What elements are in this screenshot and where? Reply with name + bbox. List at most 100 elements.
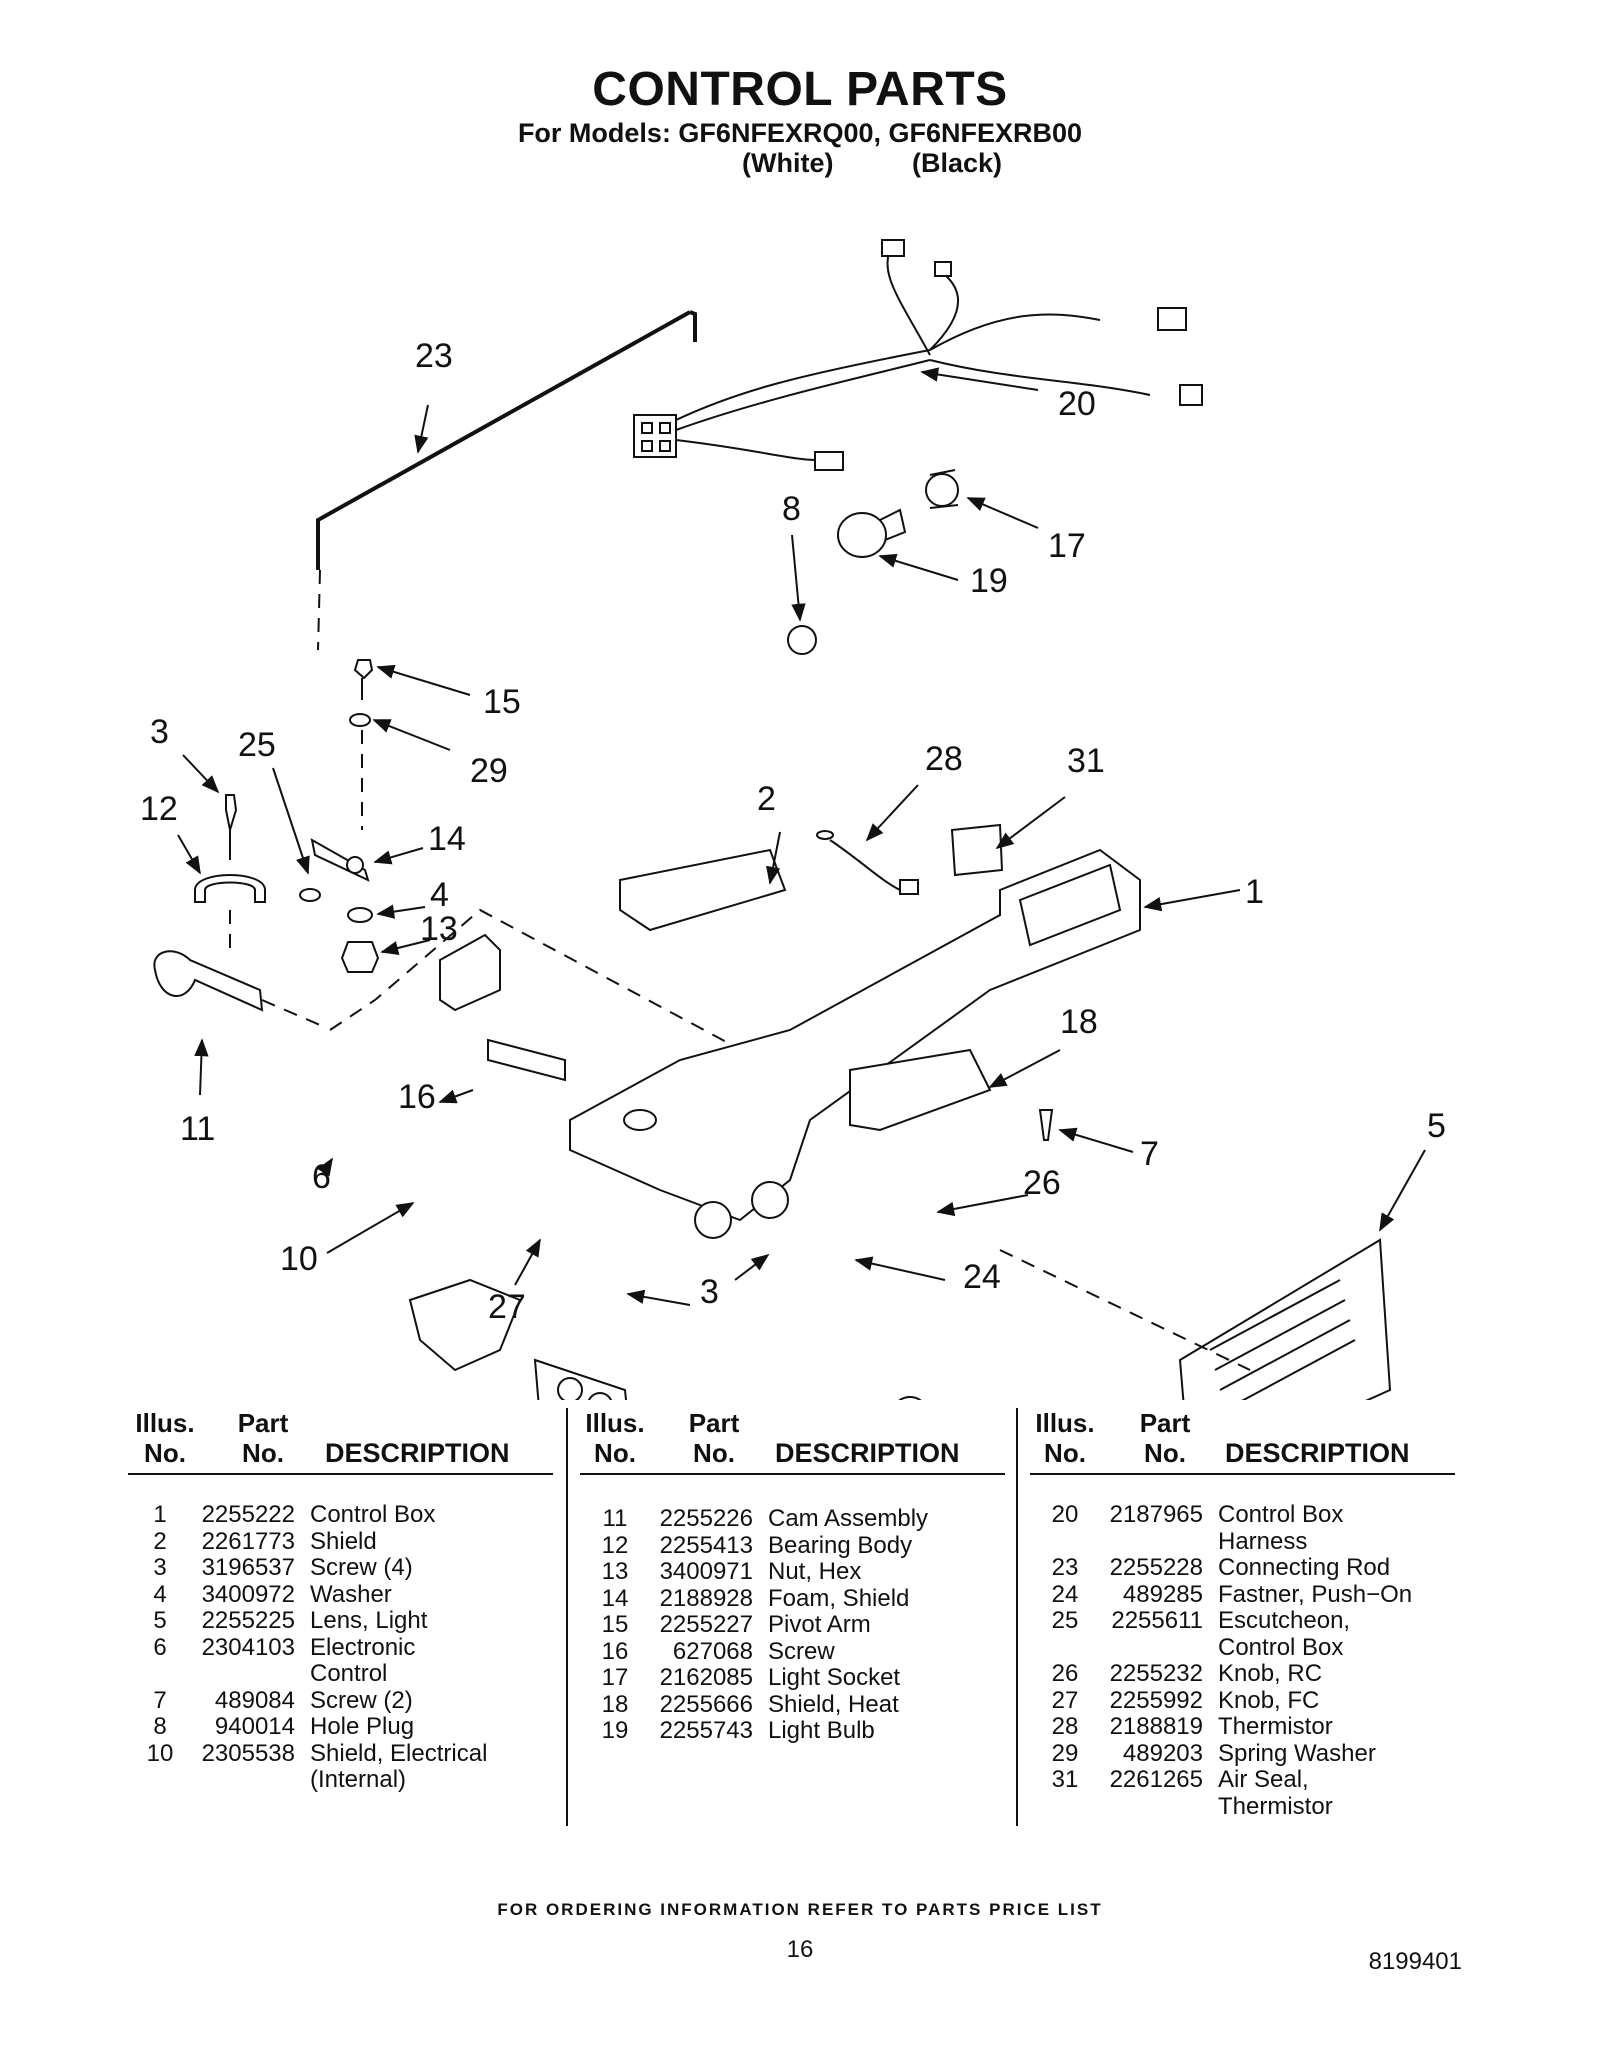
header-rule-col2 bbox=[580, 1473, 1005, 1475]
part-description: Lens, Light bbox=[310, 1607, 428, 1634]
column-divider-1 bbox=[566, 1408, 568, 1826]
callout-24: 25 bbox=[238, 726, 276, 764]
callout-19: 19 bbox=[970, 562, 1008, 600]
part-description: Control bbox=[310, 1660, 388, 1687]
callout-10: 10 bbox=[280, 1240, 318, 1278]
control-box-drawing bbox=[569, 848, 1141, 1239]
part-number: 3400971 bbox=[659, 1558, 753, 1585]
header-description-col1: DESCRIPTION bbox=[325, 1438, 510, 1468]
illus-number: 27 bbox=[1051, 1686, 1079, 1714]
part-number: 2255992 bbox=[1109, 1686, 1203, 1714]
illus-number: 16 bbox=[601, 1637, 629, 1665]
illus-number: 1 bbox=[153, 1501, 167, 1528]
color-black-label: (Black) bbox=[912, 148, 1003, 178]
header-description-col2: DESCRIPTION bbox=[775, 1438, 960, 1468]
part-number: 2188928 bbox=[659, 1584, 753, 1612]
part-number: 3196537 bbox=[201, 1554, 295, 1581]
callout-14: 16 bbox=[398, 1078, 436, 1116]
part-number: 2255611 bbox=[1111, 1607, 1203, 1634]
cam-assembly-drawing bbox=[153, 794, 321, 1026]
electronic-control-drawing bbox=[329, 908, 761, 1082]
callout-13: 13 bbox=[420, 910, 458, 948]
callout-17: 17 bbox=[1048, 527, 1086, 565]
part-description: (Internal) bbox=[310, 1766, 407, 1793]
connecting-rod-drawing bbox=[316, 310, 697, 651]
exploded-parts-diagram: 23 20 8 17 19 15 29 3 25 12 14 4 13 2 28… bbox=[140, 239, 1446, 1400]
page-title: CONTROL PARTS bbox=[592, 63, 1008, 116]
callout-27: 24 bbox=[963, 1258, 1001, 1296]
illus-number: 7 bbox=[153, 1686, 167, 1714]
pivot-stack-drawing bbox=[299, 659, 380, 973]
header-illus-line1: Illus. bbox=[585, 1408, 645, 1438]
callout-25: 27 bbox=[488, 1288, 526, 1326]
part-number: 2255413 bbox=[659, 1531, 753, 1559]
part-number: 2255225 bbox=[201, 1607, 295, 1634]
part-number: 489084 bbox=[214, 1686, 295, 1714]
part-description: Light Bulb bbox=[768, 1717, 875, 1744]
callout-3: 3 bbox=[150, 713, 169, 751]
table-row: 7 489084 Screw (2) bbox=[130, 1686, 487, 1715]
part-number bbox=[1095, 1635, 1203, 1662]
part-description: Air Seal, bbox=[1218, 1766, 1309, 1793]
model-numbers: For Models: GF6NFEXRQ00, GF6NFEXRB00 bbox=[517, 118, 1083, 148]
callout-16: 15 bbox=[483, 683, 521, 721]
header-part-line1: Part bbox=[1139, 1408, 1191, 1438]
part-number: 2187965 bbox=[1109, 1501, 1203, 1528]
illus-number: 23 bbox=[1051, 1554, 1079, 1581]
part-number: 2255226 bbox=[659, 1505, 753, 1532]
illus-number: 17 bbox=[601, 1664, 629, 1691]
callout-2: 2 bbox=[757, 780, 776, 818]
header-part-line1: Part bbox=[688, 1408, 740, 1438]
header-illus-line1: Illus. bbox=[1035, 1408, 1095, 1438]
part-number: 940014 bbox=[214, 1713, 295, 1740]
callout-12: 12 bbox=[140, 790, 178, 828]
illus-number bbox=[1035, 1635, 1095, 1662]
part-number: 2188819 bbox=[1109, 1713, 1203, 1740]
illus-number: 3 bbox=[153, 1554, 167, 1581]
illus-number: 5 bbox=[153, 1607, 167, 1634]
part-description: Light Socket bbox=[768, 1664, 901, 1691]
part-number: 2305538 bbox=[201, 1739, 295, 1767]
illus-number: 4 bbox=[153, 1580, 167, 1608]
illus-number: 12 bbox=[601, 1531, 629, 1559]
callout-7: 7 bbox=[1140, 1135, 1159, 1173]
part-number bbox=[1095, 1529, 1203, 1556]
harness-drawing bbox=[633, 239, 1203, 471]
part-description: Cam Assembly bbox=[768, 1505, 929, 1532]
part-description: Screw (2) bbox=[310, 1686, 413, 1714]
header-part-col1: Part No. bbox=[233, 1408, 293, 1468]
illus-number: 2 bbox=[153, 1527, 167, 1555]
part-description: Connecting Rod bbox=[1218, 1554, 1391, 1581]
callout-1: 1 bbox=[1245, 873, 1264, 911]
light-bulb-drawing bbox=[837, 469, 959, 558]
illus-number: 19 bbox=[601, 1717, 629, 1744]
lower-parts-drawing bbox=[408, 1109, 1054, 1400]
callout-31: 31 bbox=[1067, 742, 1105, 780]
callout-6: 6 bbox=[312, 1158, 331, 1196]
part-description: Control Box bbox=[310, 1501, 436, 1528]
header-illus-col2: Illus. No. bbox=[580, 1408, 650, 1468]
part-number: 3400972 bbox=[201, 1580, 295, 1608]
callout-11: 11 bbox=[180, 1110, 215, 1148]
illus-number: 24 bbox=[1051, 1580, 1079, 1608]
illus-number: 10 bbox=[146, 1739, 174, 1767]
callout-3-lower: 3 bbox=[700, 1273, 719, 1311]
part-description: Screw bbox=[768, 1637, 835, 1665]
header-rule-col3 bbox=[1030, 1473, 1455, 1475]
part-description: Electronic bbox=[310, 1633, 416, 1661]
